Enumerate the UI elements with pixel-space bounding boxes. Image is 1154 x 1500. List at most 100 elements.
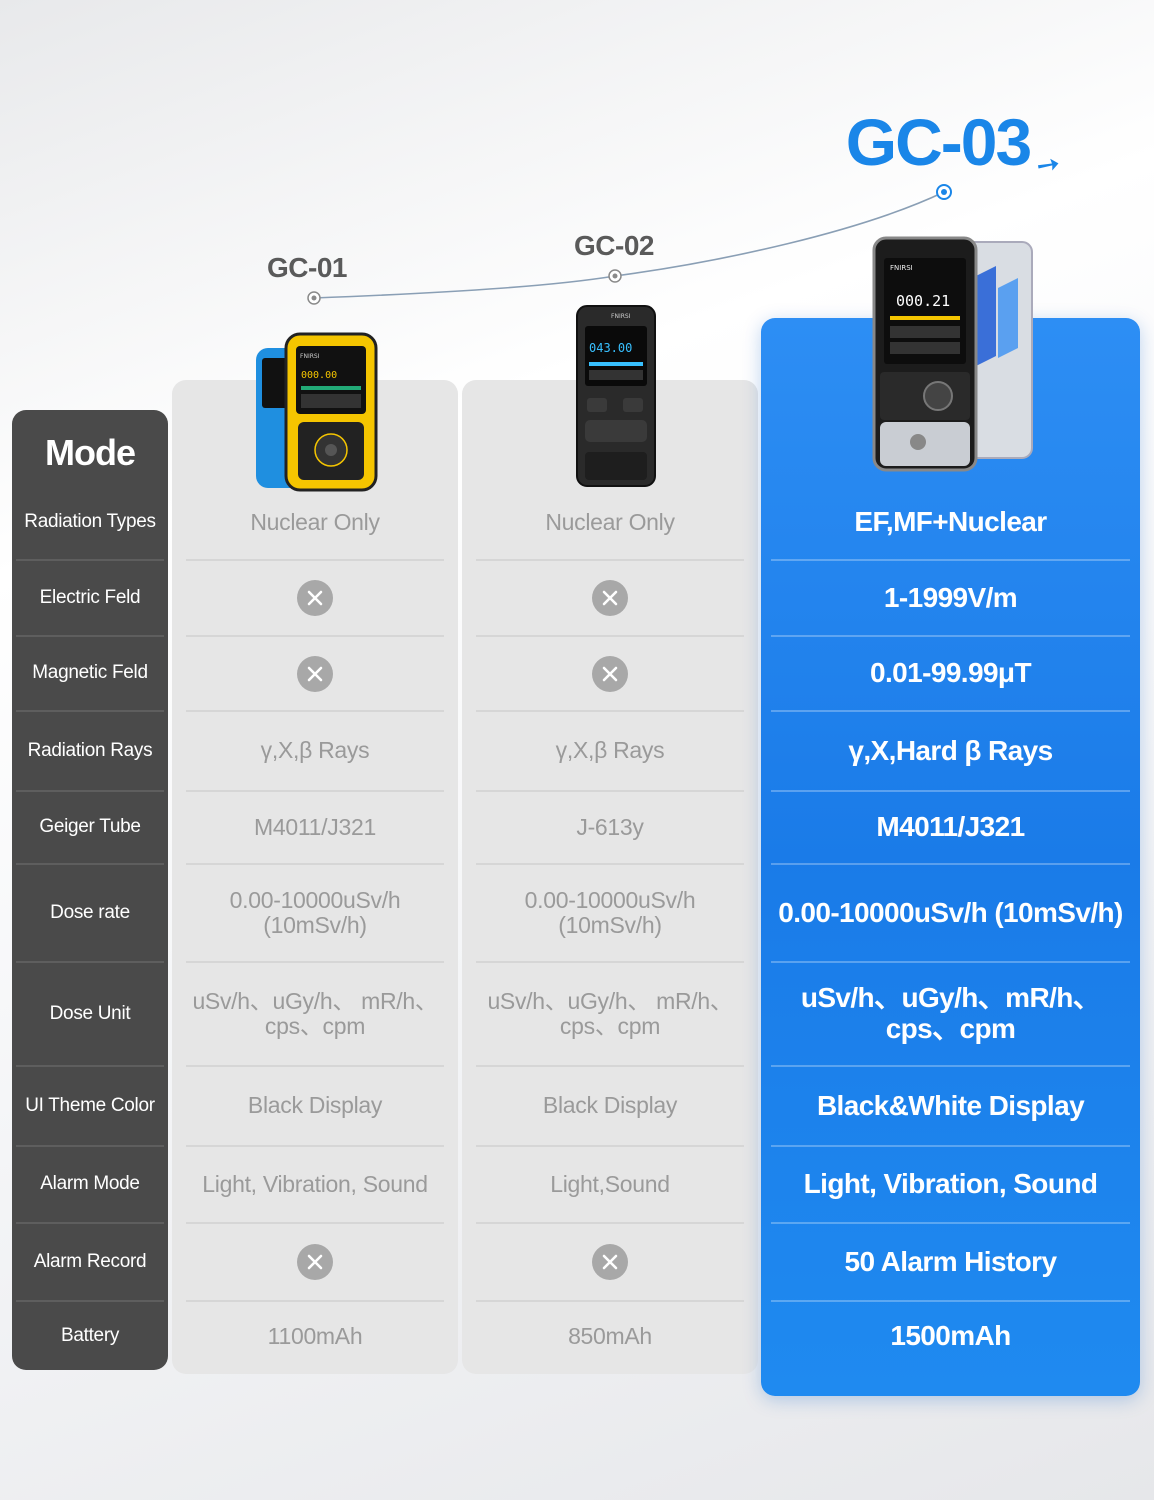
cell-text: 0.00-10000uSv/h (10mSv/h) — [229, 886, 401, 938]
cell-text: 850mAh — [568, 1322, 652, 1349]
row-divider — [771, 790, 1130, 792]
row-divider — [186, 710, 444, 712]
trend-curve — [307, 184, 952, 305]
gc03-value-dose-rate: 0.00-10000uSv/h (10mSv/h) — [771, 864, 1130, 962]
cell-text: Radiation Rays — [27, 739, 153, 761]
gc01-value-electric-field — [186, 560, 444, 636]
cell-text: Black Display — [247, 1092, 383, 1119]
cell-text: Dose Unit — [49, 1002, 131, 1024]
cell-text: Light, Vibration, Sound — [202, 1170, 428, 1197]
x-circle-icon — [592, 580, 628, 616]
gc03-value-magnetic-field: 0.01-99.99μT — [771, 636, 1130, 711]
gc03-brand: FNIRSI — [890, 264, 913, 272]
x-circle-icon — [592, 1244, 628, 1280]
row-divider — [186, 1145, 444, 1147]
gc03-screen-reading: 000.21 — [896, 292, 950, 310]
gc02-value-magnetic-field — [476, 636, 744, 711]
row-divider — [186, 790, 444, 792]
row-divider — [771, 1300, 1130, 1302]
cell-text: uSv/h、uGy/h、mR/h、 cps、cpm — [800, 982, 1101, 1044]
cell-text: 0.00-10000uSv/h (10mSv/h) — [778, 896, 1123, 928]
gc03-value-alarm-mode: Light, Vibration, Sound — [771, 1146, 1130, 1223]
row-divider — [476, 863, 744, 865]
row-label-alarm-record: Alarm Record — [16, 1223, 164, 1301]
gc02-value-ui-theme-color: Black Display — [476, 1066, 744, 1146]
gc03-value-battery: 1500mAh — [771, 1301, 1130, 1372]
gc01-value-magnetic-field — [186, 636, 444, 711]
cell-text: EF,MF+Nuclear — [854, 506, 1047, 538]
row-label-ui-theme-color: UI Theme Color — [16, 1066, 164, 1146]
gc02-value-alarm-record — [476, 1223, 744, 1301]
cell-text: Light,Sound — [550, 1170, 670, 1197]
model-label-gc01: GC-01 — [267, 252, 347, 283]
cell-text: uSv/h、uGy/h、 mR/h、cps、cpm — [192, 987, 438, 1039]
cell-text: Alarm Record — [33, 1250, 147, 1272]
gc01-marker-dot — [311, 295, 317, 301]
x-circle-icon — [297, 655, 333, 692]
row-divider — [16, 1300, 164, 1302]
cell-text: Light, Vibration, Sound — [803, 1168, 1098, 1200]
gc01-value-radiation-types: Nuclear Only — [186, 485, 444, 560]
row-label-magnetic-field: Magnetic Feld — [16, 636, 164, 711]
gc01-screen-reading: 000.00 — [301, 370, 337, 381]
gc01-value-geiger-tube: M4011/J321 — [186, 791, 444, 864]
gc02-value-alarm-mode: Light,Sound — [476, 1146, 744, 1223]
row-divider — [16, 710, 164, 712]
gc01-value-dose-rate: 0.00-10000uSv/h (10mSv/h) — [186, 864, 444, 962]
cell-text: Electric Feld — [39, 586, 141, 608]
row-divider — [771, 559, 1130, 561]
row-divider — [771, 710, 1130, 712]
gc02-screen-reading: 043.00 — [589, 341, 632, 355]
cell-text: Magnetic Feld — [32, 662, 148, 684]
row-divider — [186, 1300, 444, 1302]
cell-text: Black&White Display — [816, 1089, 1085, 1121]
gc01-value-battery: 1100mAh — [186, 1301, 444, 1372]
row-divider — [16, 635, 164, 637]
cell-text: γ,X,Hard β Rays — [848, 734, 1053, 766]
cell-text: Nuclear Only — [250, 508, 380, 535]
gc02-value-radiation-types: Nuclear Only — [476, 485, 744, 560]
row-divider — [186, 1222, 444, 1224]
gc01-value-alarm-record — [186, 1223, 444, 1301]
gc02-value-battery: 850mAh — [476, 1301, 744, 1372]
row-divider — [771, 635, 1130, 637]
row-divider — [476, 961, 744, 963]
row-divider — [476, 1145, 744, 1147]
cell-text: uSv/h、uGy/h、 mR/h、cps、cpm — [487, 987, 733, 1039]
model-label-gc03: GC-03 — [845, 105, 1032, 179]
row-divider — [16, 790, 164, 792]
gc02-value-dose-rate: 0.00-10000uSv/h (10mSv/h) — [476, 864, 744, 962]
x-circle-icon — [297, 1244, 333, 1280]
row-label-geiger-tube: Geiger Tube — [16, 791, 164, 864]
cell-text: 1-1999V/m — [883, 581, 1018, 613]
gc01-value-alarm-mode: Light, Vibration, Sound — [186, 1146, 444, 1223]
cell-text: Battery — [60, 1325, 120, 1347]
row-divider — [771, 1222, 1130, 1224]
gc01-column — [172, 380, 458, 1374]
row-divider — [771, 1145, 1130, 1147]
cell-text: M4011/J321 — [876, 811, 1025, 843]
gc02-device-image: FNIRSI 043.00 — [576, 305, 656, 487]
cell-text: Dose rate — [50, 901, 130, 923]
gc03-value-electric-field: 1-1999V/m — [771, 560, 1130, 636]
row-divider — [16, 1065, 164, 1067]
cell-text: M4011/J321 — [254, 813, 376, 840]
gc03-value-geiger-tube: M4011/J321 — [771, 791, 1130, 864]
gc01-brand: FNIRSI — [300, 353, 320, 360]
gc01-device-image: FNIRSI 000.00 — [256, 332, 378, 492]
row-label-radiation-types: Radiation Types — [16, 485, 164, 560]
cell-text: Geiger Tube — [39, 816, 141, 838]
row-divider — [16, 1222, 164, 1224]
row-label-alarm-mode: Alarm Mode — [16, 1146, 164, 1223]
row-divider — [16, 863, 164, 865]
cell-text: 1100mAh — [267, 1322, 363, 1349]
cell-text: Radiation Types — [24, 511, 156, 533]
gc03-column — [761, 318, 1140, 1396]
row-divider — [16, 1145, 164, 1147]
gc02-marker-dot — [612, 273, 618, 279]
x-circle-icon — [592, 655, 628, 692]
row-divider — [476, 1222, 744, 1224]
gc01-value-ui-theme-color: Black Display — [186, 1066, 444, 1146]
cell-text: J-613y — [576, 813, 644, 840]
